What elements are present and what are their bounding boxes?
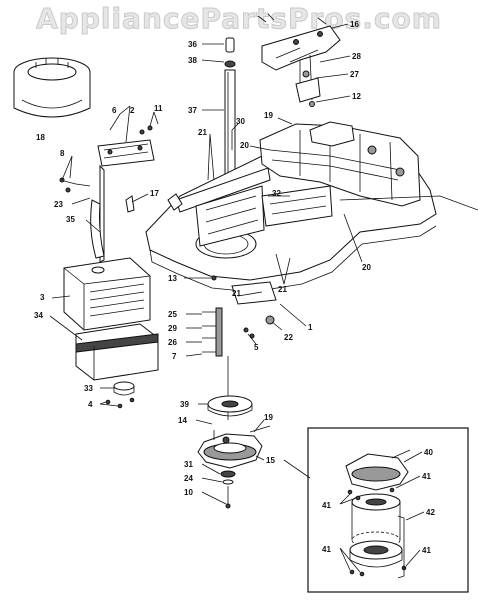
label-part-15: 15 <box>266 456 275 465</box>
clutch-hardware[interactable] <box>220 470 236 509</box>
clutch-detail-hardware <box>347 487 407 579</box>
label-part-24: 24 <box>184 474 193 483</box>
muffler-part-3[interactable] <box>63 257 151 331</box>
steering-shaft-part-37[interactable] <box>224 37 236 189</box>
label-part-41c: 41 <box>322 545 331 554</box>
label-part-40: 40 <box>424 448 433 457</box>
upper-bracket-assembly[interactable] <box>257 13 341 107</box>
clutch-detail-part-40[interactable] <box>345 449 411 491</box>
clutch-detail-pulley[interactable] <box>349 540 403 568</box>
label-part-20b: 20 <box>362 263 371 272</box>
label-part-8: 8 <box>60 149 65 158</box>
label-part-35: 35 <box>66 215 75 224</box>
pulley-part-39[interactable] <box>207 395 253 417</box>
label-part-22: 22 <box>284 333 293 342</box>
gasket-part-33[interactable] <box>105 381 135 409</box>
tractor-chassis[interactable] <box>145 121 478 293</box>
label-part-20a: 20 <box>240 141 249 150</box>
label-part-42: 42 <box>426 508 435 517</box>
leader-lines <box>49 23 425 573</box>
label-part-5: 5 <box>254 343 259 352</box>
label-part-14: 14 <box>178 416 187 425</box>
label-part-41b: 41 <box>322 501 331 510</box>
center-hardware[interactable] <box>202 275 277 420</box>
label-part-25: 25 <box>168 310 177 319</box>
label-part-26: 26 <box>168 338 177 347</box>
label-part-18: 18 <box>36 133 45 142</box>
label-part-2: 2 <box>130 106 135 115</box>
exhaust-assembly[interactable] <box>59 125 155 263</box>
label-part-4: 4 <box>88 400 93 409</box>
label-part-31: 31 <box>184 460 193 469</box>
label-part-27: 27 <box>350 70 359 79</box>
heat-shield-part-34[interactable] <box>75 323 159 381</box>
label-part-23: 23 <box>54 200 63 209</box>
label-part-1: 1 <box>308 323 313 332</box>
watermark-text: AppliancePartsPros.com <box>36 2 442 36</box>
label-part-11: 11 <box>154 104 163 113</box>
label-part-13: 13 <box>168 274 177 283</box>
label-part-12: 12 <box>352 92 361 101</box>
label-part-19b: 19 <box>264 413 273 422</box>
part-labels: 36 38 37 16 28 27 12 19 30 21 20 32 20 2… <box>34 20 435 555</box>
label-part-33: 33 <box>84 384 93 393</box>
label-part-36: 36 <box>188 40 197 49</box>
label-part-39: 39 <box>180 400 189 409</box>
label-part-17: 17 <box>150 189 159 198</box>
label-part-21c: 21 <box>232 289 241 298</box>
air-filter-part-18[interactable] <box>13 57 91 118</box>
label-part-6: 6 <box>112 106 117 115</box>
label-part-7: 7 <box>172 352 177 361</box>
label-part-21a: 21 <box>198 128 207 137</box>
label-part-29: 29 <box>168 324 177 333</box>
label-part-37: 37 <box>188 106 197 115</box>
label-part-21b: 21 <box>278 285 287 294</box>
label-part-19a: 19 <box>264 111 273 120</box>
clutch-detail-inset <box>307 427 469 593</box>
label-part-30: 30 <box>236 117 245 126</box>
label-part-28: 28 <box>352 52 361 61</box>
label-part-34: 34 <box>34 311 43 320</box>
clutch-detail-rotor[interactable] <box>351 493 401 549</box>
label-part-16: 16 <box>350 20 359 29</box>
label-part-3: 3 <box>40 293 45 302</box>
clutch-part-15[interactable] <box>197 425 271 469</box>
label-part-10: 10 <box>184 488 193 497</box>
label-part-38: 38 <box>188 56 197 65</box>
label-part-41d: 41 <box>422 546 431 555</box>
label-part-32: 32 <box>272 189 281 198</box>
label-part-41a: 41 <box>422 472 431 481</box>
